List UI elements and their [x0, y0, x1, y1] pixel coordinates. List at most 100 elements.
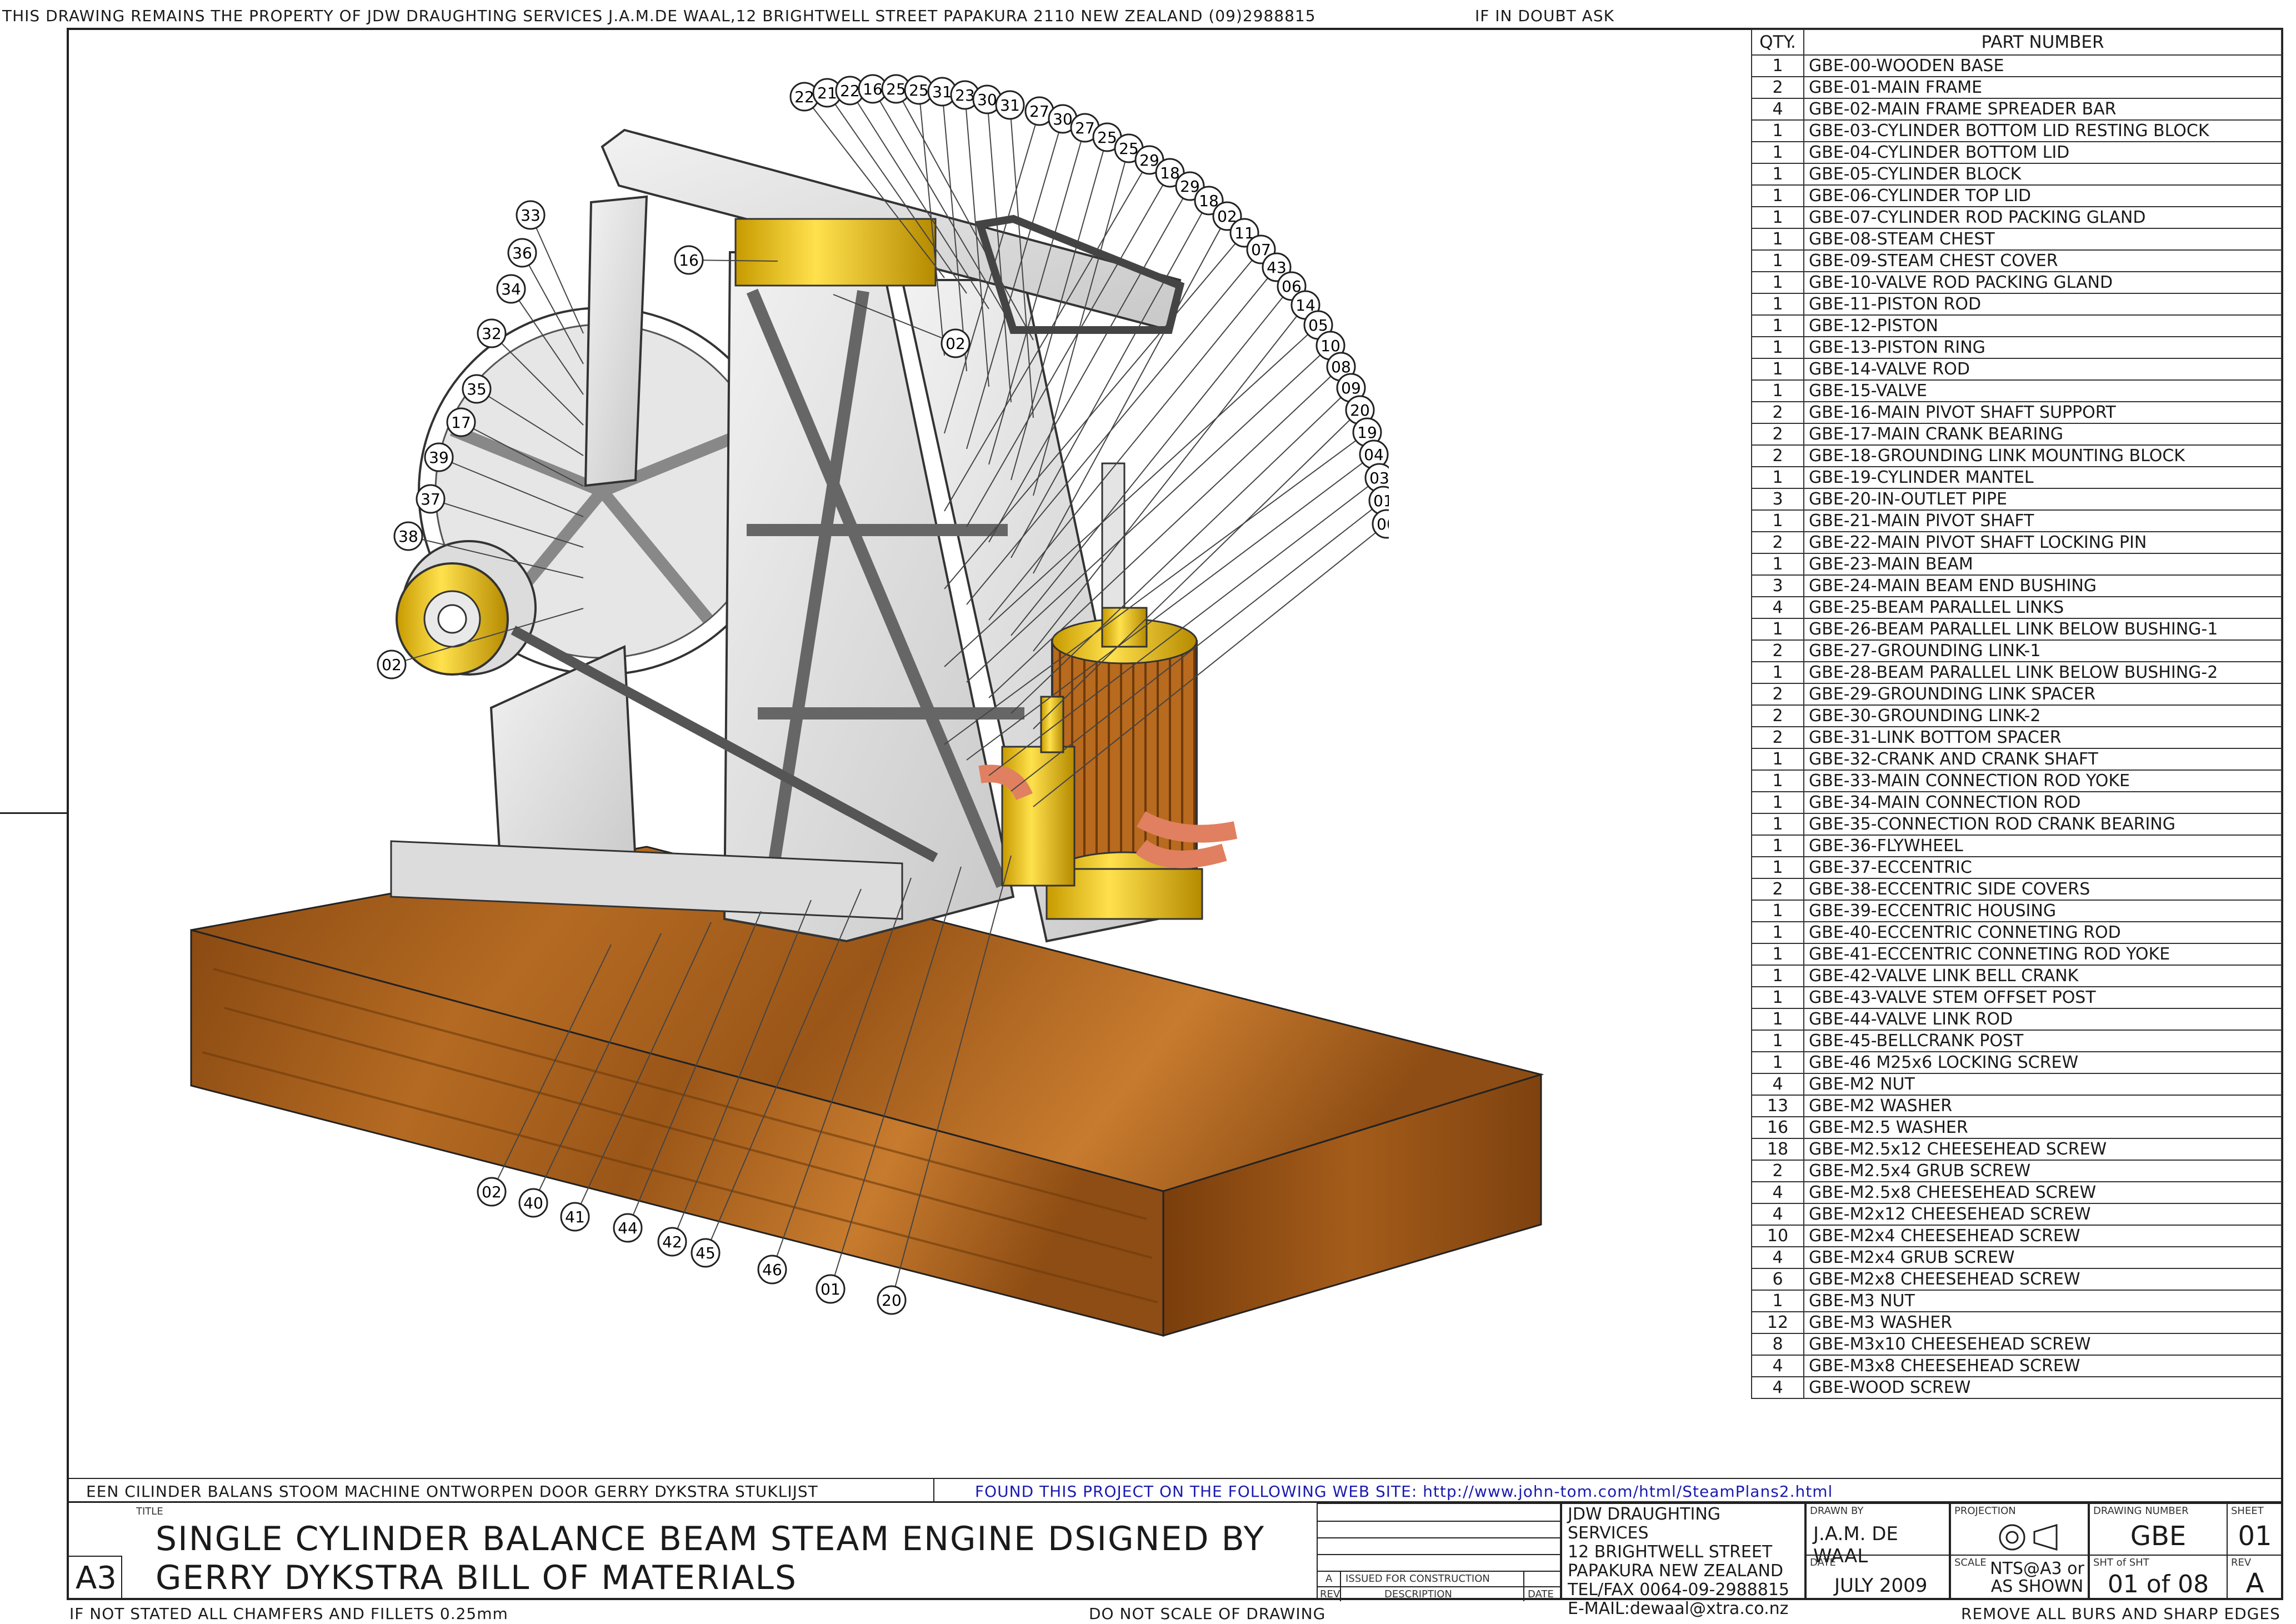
bom-part: GBE-28-BEAM PARALLEL LINK BELOW BUSHING-…: [1803, 661, 2282, 684]
part-number-header: PART NUMBER: [1803, 29, 2282, 56]
bom-part: GBE-M2.5x12 CHEESEHEAD SCREW: [1803, 1138, 2282, 1161]
leader-line: [1033, 304, 1306, 652]
bom-qty: 1: [1751, 791, 1804, 814]
leader-line: [988, 186, 1190, 543]
leader-line: [944, 159, 1150, 512]
bom-part: GBE-21-MAIN PIVOT SHAFT: [1803, 509, 2282, 532]
sheet-label: SHEET: [2231, 1505, 2264, 1517]
balloon-label: 22: [794, 88, 814, 106]
bom-qty: 1: [1751, 900, 1804, 922]
balloon-circle: [560, 1202, 590, 1232]
balloon-label: 01: [1373, 492, 1389, 510]
balloon-circle: [477, 318, 507, 348]
leader-line: [533, 933, 662, 1203]
bom-qty: 4: [1751, 1181, 1804, 1204]
bom-part: GBE-WOOD SCREW: [1803, 1376, 2282, 1399]
bom-qty: 4: [1751, 596, 1804, 619]
rev-value: A: [2245, 1568, 2264, 1599]
balloon-label: 33: [521, 206, 541, 224]
leader-line: [966, 345, 1331, 683]
bom-part: GBE-02-MAIN FRAME SPREADER BAR: [1803, 98, 2282, 121]
drawn-by-cell: DRAWN BY J.A.M. DE WAAL: [1805, 1503, 1950, 1567]
bom-part: GBE-45-BELLCRANK POST: [1803, 1030, 2282, 1052]
issued-note: ISSUED FOR CONSTRUCTION: [1345, 1573, 1490, 1585]
leader-line: [987, 99, 1012, 403]
balloon-circle: [462, 374, 492, 404]
company-line: PAPAKURA NEW ZEALAND: [1568, 1561, 1783, 1581]
leader-line: [491, 333, 584, 426]
qty-header: QTY.: [1751, 29, 1804, 56]
scale-label: SCALE: [1954, 1557, 1987, 1568]
bom-qty: 1: [1751, 228, 1804, 251]
bom-part: GBE-32-CRANK AND CRANK SHAFT: [1803, 748, 2282, 771]
balloon-label: 35: [467, 380, 487, 398]
balloon-label: 38: [398, 527, 418, 546]
balloon-label: 18: [1160, 164, 1180, 182]
title-line-1: SINGLE CYLINDER BALANCE BEAM STEAM ENGIN…: [156, 1520, 1265, 1558]
bom-qty: 1: [1751, 336, 1804, 359]
bom-qty: 1: [1751, 509, 1804, 532]
company-line: TEL/FAX 0064-09-2988815: [1568, 1580, 1789, 1600]
bom-part: GBE-M2.5 WASHER: [1803, 1116, 2282, 1139]
balloon-label: 16: [679, 251, 699, 269]
bom-qty: 1: [1751, 748, 1804, 771]
scale-cell: SCALE NTS@A3 or AS SHOWN: [1950, 1555, 2089, 1600]
sheet-of-value: 01 of 08: [2107, 1570, 2209, 1598]
bom-part: GBE-43-VALVE STEM OFFSET POST: [1803, 986, 2282, 1009]
leader-line: [476, 388, 584, 456]
bom-part: GBE-01-MAIN FRAME: [1803, 76, 2282, 99]
date-label: DATE: [1810, 1557, 1836, 1568]
balloon-circle: [516, 200, 546, 230]
balloon-label: 31: [932, 83, 952, 101]
balloon-label: 19: [1357, 423, 1377, 442]
sheet-cell: SHEET 01: [2227, 1503, 2283, 1556]
balloon-circle: [496, 274, 526, 304]
leader-line: [966, 454, 1374, 761]
leader-line: [896, 88, 1034, 341]
balloon-label: 22: [840, 82, 860, 100]
balloon-label: 25: [1119, 139, 1139, 158]
bom-qty: 1: [1751, 921, 1804, 944]
bom-part: GBE-10-VALVE ROD PACKING GLAND: [1803, 271, 2282, 294]
bom-qty: 1: [1751, 1051, 1804, 1074]
balloon-circle: [657, 1227, 687, 1257]
leader-line: [988, 267, 1277, 621]
balloon-label: 30: [1053, 110, 1073, 128]
bom-qty: 13: [1751, 1095, 1804, 1117]
bom-qty: 1: [1751, 965, 1804, 987]
balloon-label: 25: [909, 81, 929, 99]
description-col-label: DESCRIPTION: [1384, 1588, 1452, 1600]
company-line: 12 BRIGHTWELL STREET: [1568, 1542, 1773, 1562]
company-line: E-MAIL:dewaal@xtra.co.nz: [1568, 1599, 1789, 1618]
leader-line: [1033, 216, 1228, 574]
bom-qty: 3: [1751, 488, 1804, 511]
bom-part: GBE-26-BEAM PARALLEL LINK BELOW BUSHING-…: [1803, 618, 2282, 641]
bom-qty: 4: [1751, 1355, 1804, 1377]
bom-qty: 1: [1751, 314, 1804, 337]
leader-line: [522, 252, 584, 364]
leader-line: [942, 91, 967, 372]
burs-note: REMOVE ALL BURS AND SHARP EDGES: [1961, 1605, 2280, 1623]
bom-qty: 1: [1751, 54, 1804, 77]
leader-line: [530, 214, 584, 334]
drawing-number-cell: DRAWING NUMBER GBE: [2089, 1503, 2228, 1556]
bom-qty: 1: [1751, 1290, 1804, 1312]
leader-line: [688, 259, 778, 262]
bom-part: GBE-13-PISTON RING: [1803, 336, 2282, 359]
bom-qty: 1: [1751, 271, 1804, 294]
leader-line: [988, 477, 1380, 776]
leader-line: [827, 92, 967, 294]
leader-line: [1011, 286, 1292, 636]
